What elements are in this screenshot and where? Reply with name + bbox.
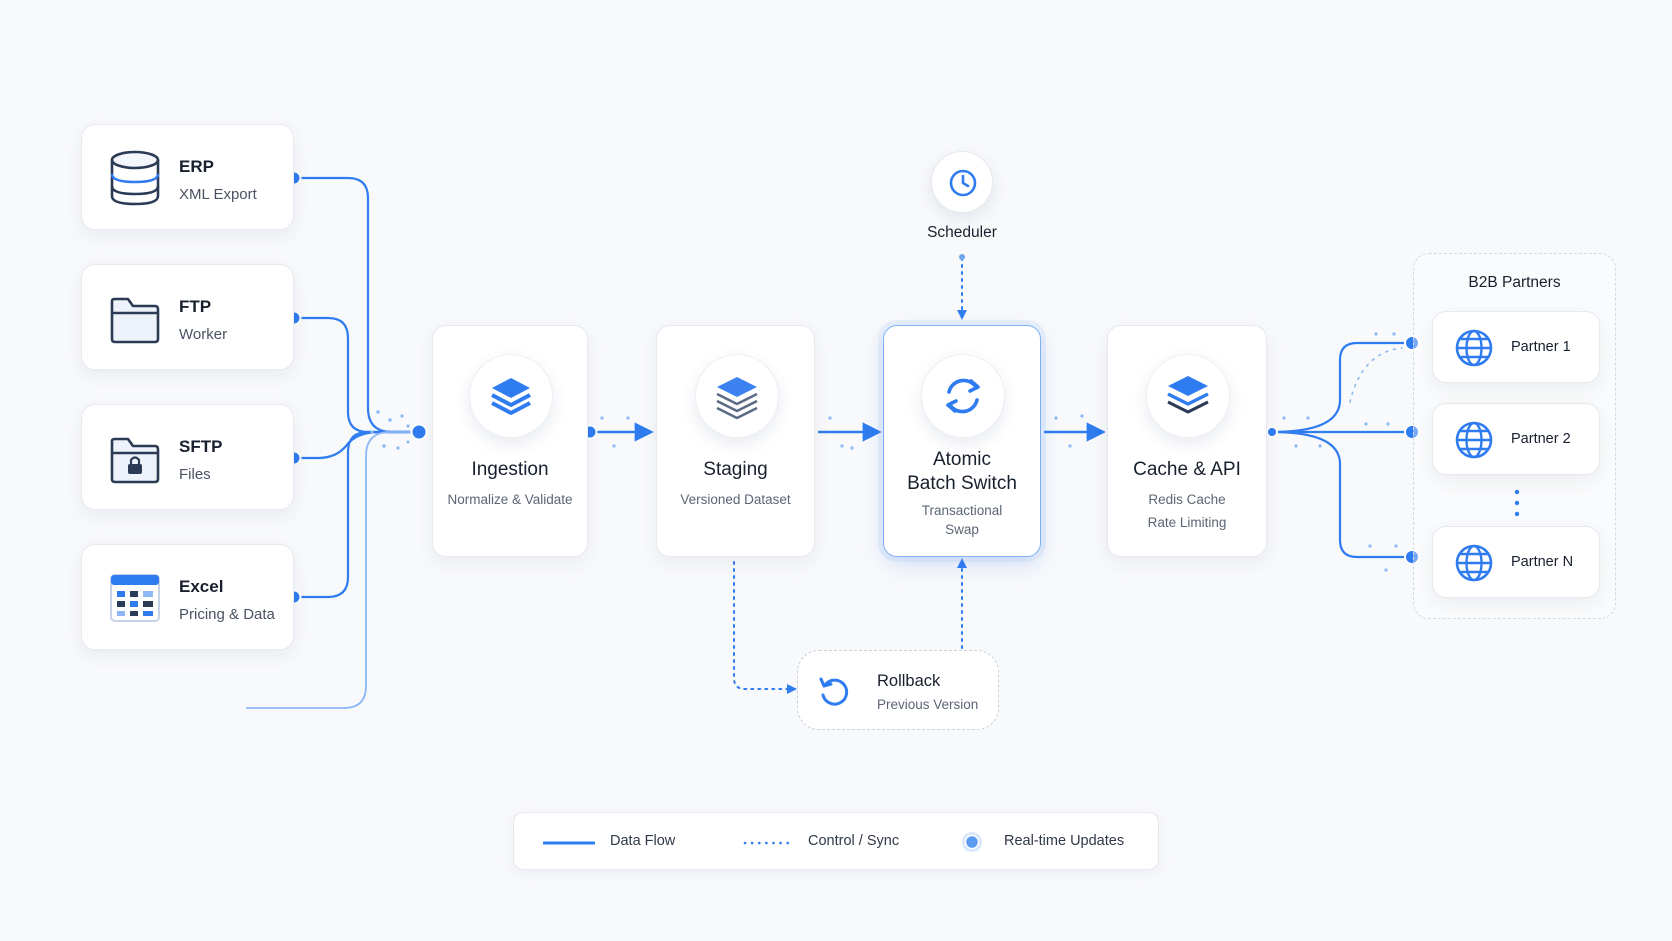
source-title: ERP xyxy=(179,157,214,176)
partner-card-2[interactable]: Partner 2 xyxy=(1432,403,1600,475)
atomic-batch-switch-card[interactable]: Atomic Batch Switch Transactional Swap xyxy=(883,325,1041,557)
source-subtitle: XML Export xyxy=(179,186,257,203)
stage-title: Ingestion xyxy=(471,459,549,480)
stage-title: Staging xyxy=(703,459,768,480)
fanout-sparkle-dots xyxy=(1282,332,1398,572)
partner-card-1[interactable]: Partner 1 xyxy=(1432,311,1600,383)
database-icon xyxy=(110,150,160,206)
source-title: Excel xyxy=(179,577,224,596)
legend-data-flow-label: Data Flow xyxy=(610,833,676,849)
stage-title-line2: Batch Switch xyxy=(907,473,1017,494)
partner-port-dots xyxy=(1266,335,1420,565)
partners-group-title: B2B Partners xyxy=(1468,274,1561,291)
ingestion-stage-card[interactable]: Ingestion Normalize & Validate xyxy=(432,325,588,557)
layers-icon xyxy=(491,378,531,415)
stage-subtitle-line2: Swap xyxy=(945,522,979,537)
partner-label: Partner 2 xyxy=(1511,431,1571,447)
stage-subtitle: Normalize & Validate xyxy=(447,492,573,507)
partner-label: Partner N xyxy=(1511,554,1574,570)
source-subtitle: Pricing & Data xyxy=(179,606,275,623)
scheduler-label: Scheduler xyxy=(927,224,997,241)
layers-icon xyxy=(1167,376,1209,414)
globe-icon xyxy=(1455,421,1493,459)
clock-icon xyxy=(949,169,977,197)
staging-stage-card[interactable]: Staging Versioned Dataset xyxy=(656,325,815,557)
pipeline-sparkle-dots xyxy=(600,414,1084,450)
stage-subtitle: Versioned Dataset xyxy=(680,492,791,507)
legend-control-sync-label: Control / Sync xyxy=(808,833,900,849)
source-subtitle: Files xyxy=(179,466,211,483)
realtime-update-swatch xyxy=(962,832,982,852)
partner-label: Partner 1 xyxy=(1511,339,1571,355)
source-title: SFTP xyxy=(179,437,223,456)
source-card-erp[interactable]: ERP XML Export xyxy=(81,124,294,230)
layers-icon xyxy=(715,377,758,420)
source-card-sftp[interactable]: SFTP Files xyxy=(81,404,294,510)
scheduler-node[interactable] xyxy=(931,151,993,213)
rollback-control-line-staging xyxy=(733,561,797,694)
globe-icon xyxy=(1455,329,1493,367)
source-port-dots xyxy=(286,170,428,605)
legend: Data Flow Control / Sync Real-time Updat… xyxy=(513,812,1159,870)
source-subtitle: Worker xyxy=(179,326,228,343)
legend-realtime-label: Real-time Updates xyxy=(1004,833,1125,849)
stage-subtitle-line1: Transactional xyxy=(921,503,1003,518)
partner-card-n[interactable]: Partner N xyxy=(1432,526,1600,598)
cache-api-stage-card[interactable]: Cache & API Redis Cache Rate Limiting xyxy=(1107,325,1267,557)
source-card-ftp[interactable]: FTP Worker xyxy=(81,264,294,370)
merge-sparkle-dots xyxy=(370,410,410,450)
spreadsheet-icon xyxy=(110,574,160,622)
source-data-flow-lines xyxy=(246,176,418,709)
folder-icon xyxy=(110,297,160,344)
locked-folder-icon xyxy=(110,437,160,484)
data-flow-swatch xyxy=(543,841,595,845)
more-partners-ellipsis xyxy=(1514,489,1520,517)
rollback-node[interactable]: Rollback Previous Version xyxy=(797,650,999,730)
rollback-title: Rollback xyxy=(877,672,941,690)
stage-subtitle-line2: Rate Limiting xyxy=(1147,515,1227,530)
partner-fanout-lines xyxy=(1271,341,1412,559)
control-sync-swatch xyxy=(743,841,795,845)
globe-icon xyxy=(1455,544,1493,582)
source-card-excel[interactable]: Excel Pricing & Data xyxy=(81,544,294,650)
undo-icon xyxy=(819,677,849,706)
stage-title-line1: Atomic xyxy=(932,449,992,470)
stage-title: Cache & API xyxy=(1133,459,1241,480)
rollback-subtitle: Previous Version xyxy=(877,697,979,712)
sync-icon xyxy=(946,378,980,414)
stage-subtitle-line1: Redis Cache xyxy=(1148,492,1226,507)
source-title: FTP xyxy=(179,297,212,316)
